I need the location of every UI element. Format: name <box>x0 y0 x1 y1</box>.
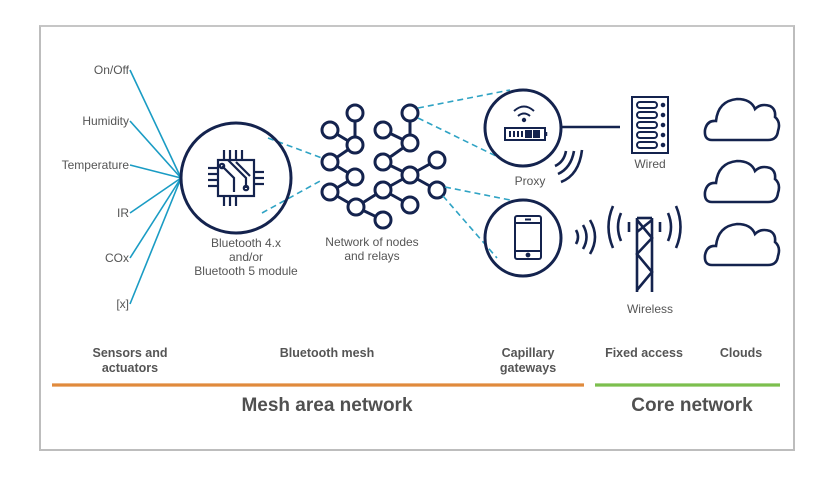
mesh-node <box>345 135 365 155</box>
cell-tower-icon <box>607 205 682 292</box>
proxy-label: Proxy <box>515 174 546 188</box>
bluetooth-module-circle <box>179 121 293 235</box>
link-mesh-proxy-bottom <box>417 117 499 158</box>
server-icon <box>631 96 669 154</box>
mesh-label-2: and relays <box>344 249 399 263</box>
mesh-node <box>373 210 393 230</box>
category-fixed-access: Fixed access <box>605 346 683 360</box>
core-network-title: Core network <box>631 395 753 416</box>
category-gateways-1: Capillary <box>502 346 555 360</box>
category-clouds: Clouds <box>720 346 762 360</box>
sensor-x: [x] <box>116 297 129 311</box>
cloud-icon <box>703 97 781 142</box>
mesh-node <box>320 182 340 202</box>
mesh-nodes <box>320 103 447 230</box>
wire-on-off <box>129 69 182 179</box>
mesh-node <box>373 180 393 200</box>
link-bt-mesh-bottom <box>261 179 323 214</box>
cloud-icon <box>703 159 781 204</box>
phone-circle <box>483 198 563 278</box>
mesh-node <box>400 165 420 185</box>
proxy-gateway <box>483 88 584 184</box>
wire-cox <box>129 177 182 259</box>
bluetooth-module-label-2: and/or <box>229 250 263 264</box>
mesh-label-1: Network of nodes <box>325 235 418 249</box>
router-icon <box>504 105 548 141</box>
phone-gateway <box>483 198 597 278</box>
mesh-node <box>400 195 420 215</box>
clouds <box>703 97 781 267</box>
mesh-area-title: Mesh area network <box>241 395 412 416</box>
category-gateways-2: gateways <box>500 361 556 375</box>
sensor-temperature: Temperature <box>62 158 130 172</box>
sensor-ir: IR <box>117 206 129 220</box>
category-sensors-1: Sensors and <box>92 346 167 360</box>
mesh-node <box>427 150 447 170</box>
mesh-node <box>427 180 447 200</box>
mesh-node <box>320 152 340 172</box>
bluetooth-module-label-1: Bluetooth 4.x <box>211 236 281 250</box>
mesh-node <box>320 120 340 140</box>
wire-humidity <box>129 120 182 179</box>
sensor-on-off: On/Off <box>94 63 130 77</box>
signal-waves-icon <box>574 219 597 255</box>
cloud-icon <box>703 222 781 267</box>
wired-label: Wired <box>634 157 665 171</box>
wireless-label: Wireless <box>627 302 673 316</box>
mesh-node <box>345 167 365 187</box>
wire-ir <box>129 177 182 214</box>
mesh-node <box>373 120 393 140</box>
bluetooth-module <box>179 121 293 235</box>
mesh-node <box>400 133 420 153</box>
bluetooth-module-label-3: Bluetooth 5 module <box>194 264 298 278</box>
link-mesh-phone-top <box>444 186 511 201</box>
signal-waves-icon <box>554 149 584 184</box>
link-mesh-phone-bottom <box>442 195 498 259</box>
link-mesh-proxy-top <box>417 89 511 109</box>
mesh-node <box>346 197 366 217</box>
sensor-wires <box>129 69 182 305</box>
wire-temperature <box>129 164 182 179</box>
category-bluetooth-mesh: Bluetooth mesh <box>280 346 374 360</box>
mesh-network-icon <box>320 103 447 230</box>
wire-x <box>129 177 182 305</box>
category-sensors-2: actuators <box>102 361 158 375</box>
sensor-cox: COx <box>105 251 129 265</box>
mesh-node <box>373 152 393 172</box>
sensor-humidity: Humidity <box>82 114 129 128</box>
sensor-labels: On/Off Humidity Temperature IR COx [x] <box>62 63 130 311</box>
smartphone-icon <box>514 215 542 260</box>
chip-icon <box>208 150 264 206</box>
mesh-node <box>345 103 365 123</box>
mesh-node <box>400 103 420 123</box>
